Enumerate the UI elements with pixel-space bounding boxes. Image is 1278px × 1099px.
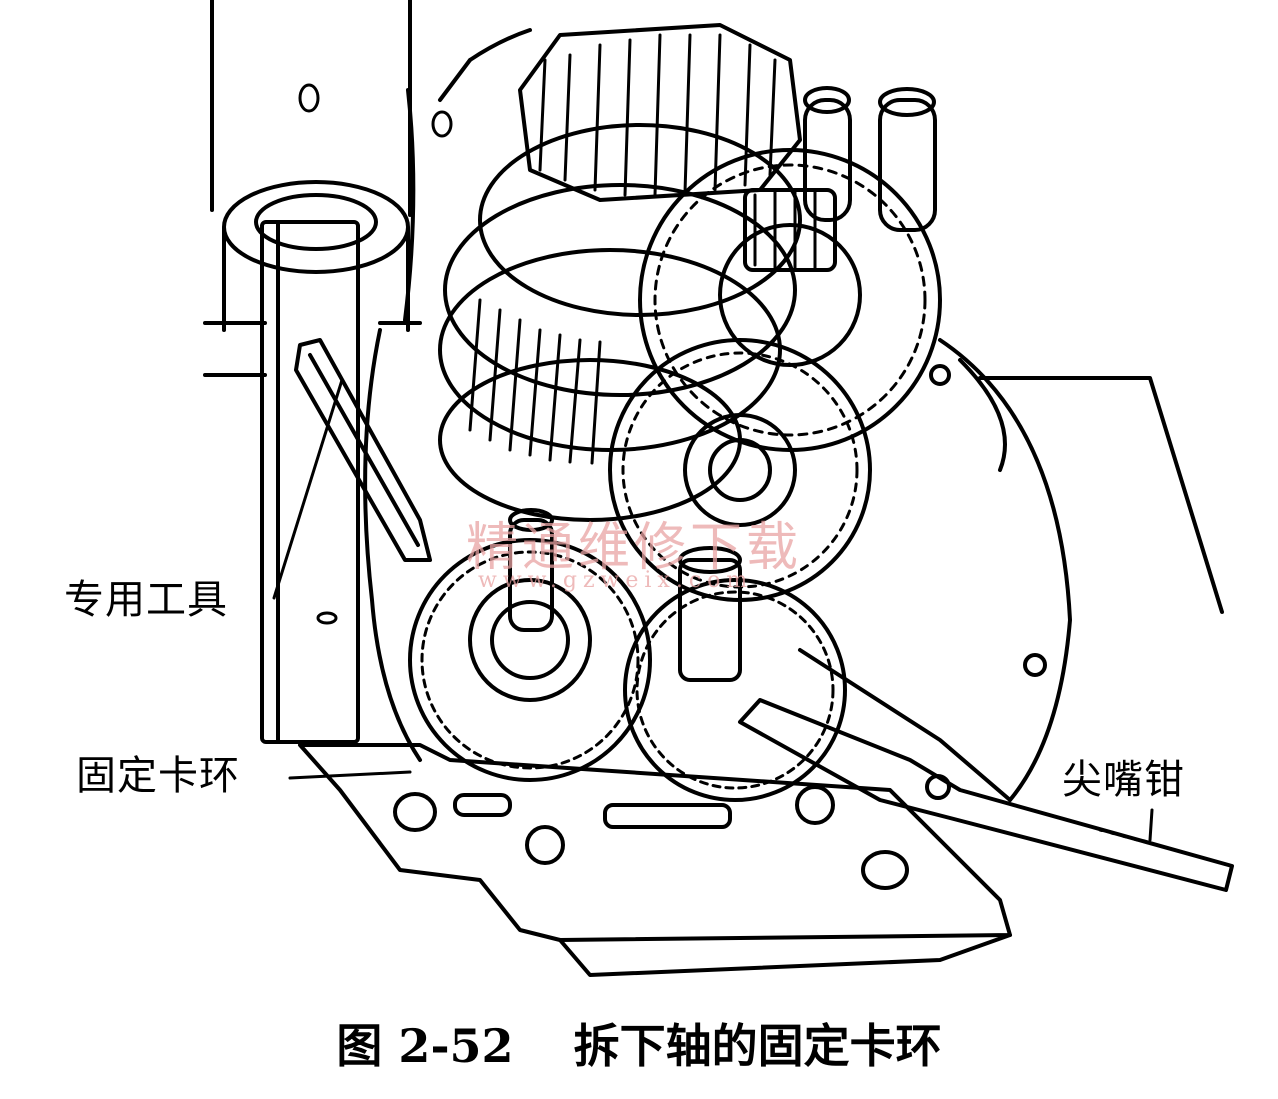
label-special-tool: 专用工具 (64, 577, 228, 623)
support-pillar (222, 180, 410, 332)
housing-outline (203, 0, 1224, 614)
leader-special-tool (272, 378, 344, 600)
lower-right-gear (623, 546, 847, 802)
label-retaining-ring: 固定卡环 (76, 753, 240, 799)
upper-right-gear (638, 86, 942, 452)
figure-number: 图 2-52 (336, 1019, 514, 1073)
figure-caption: 图 2-52 拆下轴的固定卡环 (0, 1010, 1278, 1076)
gear-stack (438, 23, 802, 522)
leader-pliers (1148, 808, 1154, 842)
watermark-text: 精通维修下载 (466, 518, 803, 578)
lower-left-gear (408, 508, 652, 782)
leader-lines (272, 378, 1154, 842)
housing-flange (298, 328, 1072, 977)
bolt-holes (298, 83, 453, 625)
watermark-url: www.gzweix.com (478, 568, 754, 593)
needle-nose-pliers (738, 648, 1234, 892)
special-tool (260, 220, 432, 744)
leader-retaining-ring (288, 770, 412, 780)
label-needle-nose-pliers: 尖嘴钳 (1062, 757, 1185, 803)
figure-title: 拆下轴的固定卡环 (573, 1019, 942, 1073)
